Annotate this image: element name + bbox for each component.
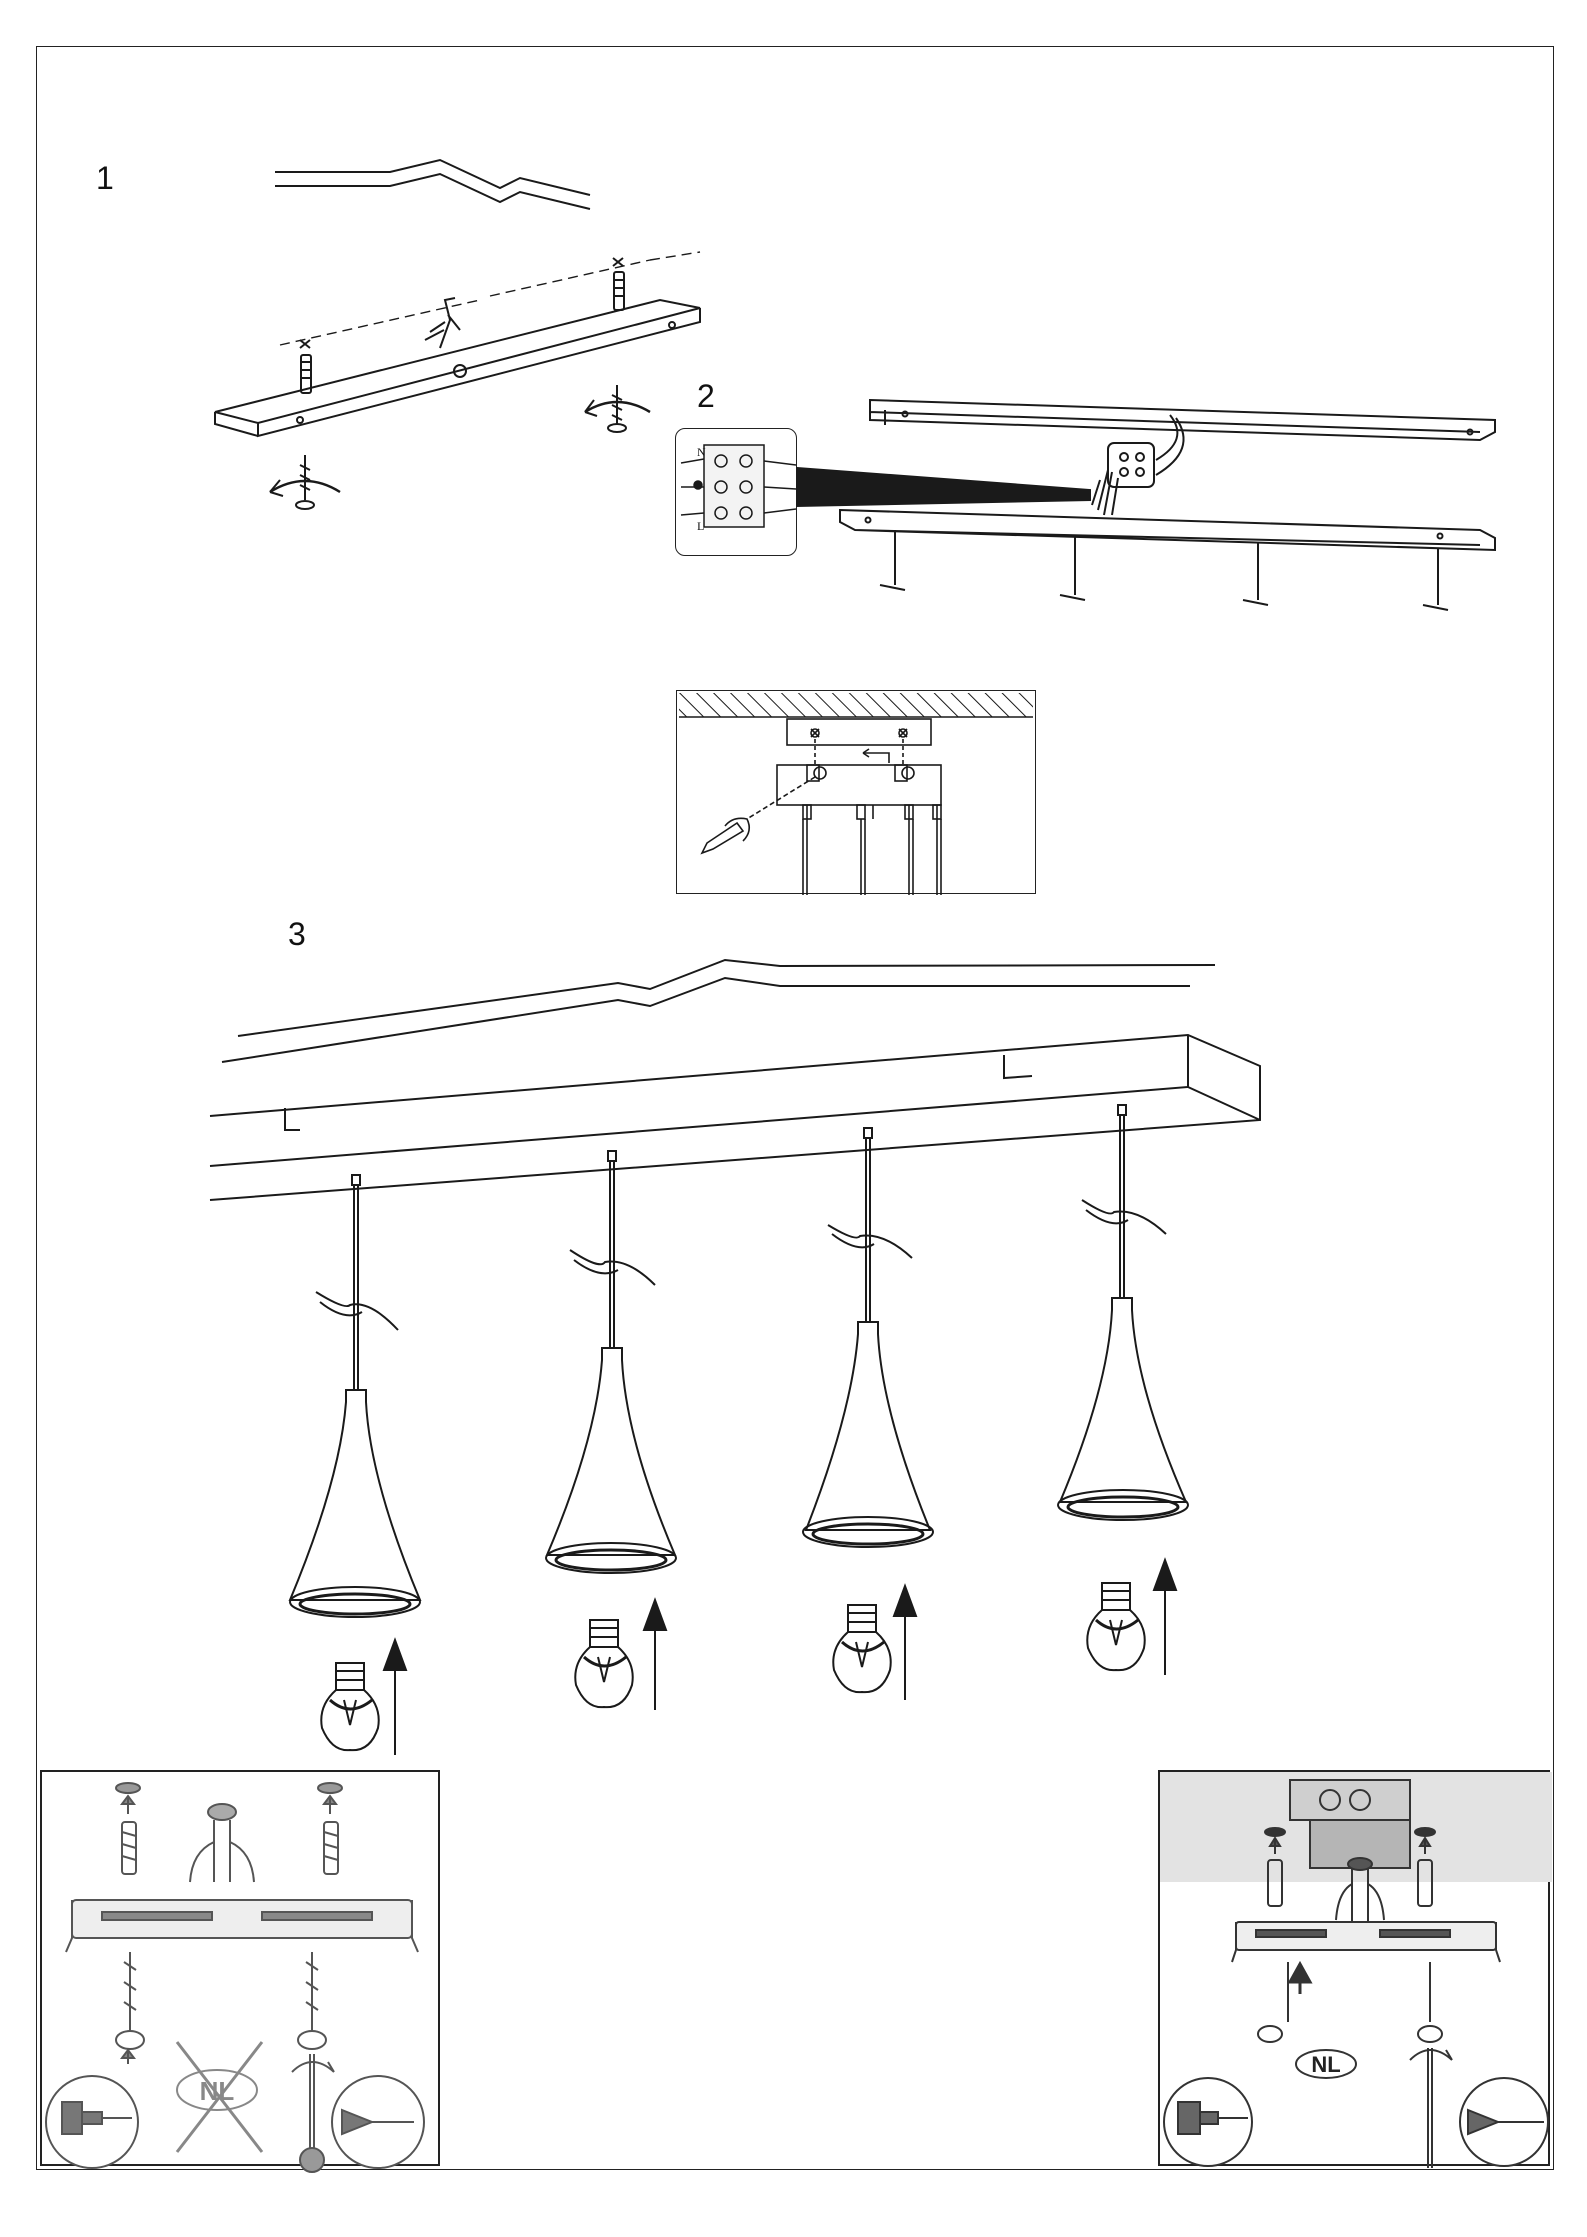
bracket-mounting-drawing-left: NL (42, 1772, 442, 2168)
arrow-up-icon (384, 1640, 406, 1755)
arrow-up-icon (644, 1600, 666, 1710)
bulb-icon (321, 1663, 378, 1750)
pendant-4 (1058, 1105, 1188, 1520)
bulb-icon (833, 1605, 890, 1692)
pendant-1 (290, 1175, 420, 1617)
bulb-icon (1087, 1583, 1144, 1670)
bracket-mounting-panel-approved: NL (1158, 1770, 1550, 2166)
step3-canopy-bar (210, 1035, 1260, 1200)
pendant-3 (803, 1128, 933, 1547)
arrow-up-icon (894, 1586, 916, 1700)
bracket-mounting-drawing-right: NL (1160, 1772, 1552, 2168)
arrow-up-icon (1154, 1560, 1176, 1675)
bulb-icon (575, 1620, 632, 1707)
country-badge-nl-right: NL (1311, 2052, 1340, 2077)
step3-ceiling-line (222, 960, 1215, 1062)
pendant-2 (546, 1151, 676, 1573)
bracket-mounting-panel-crossed: NL (40, 1770, 440, 2166)
country-badge-nl-left: NL (200, 2076, 235, 2106)
